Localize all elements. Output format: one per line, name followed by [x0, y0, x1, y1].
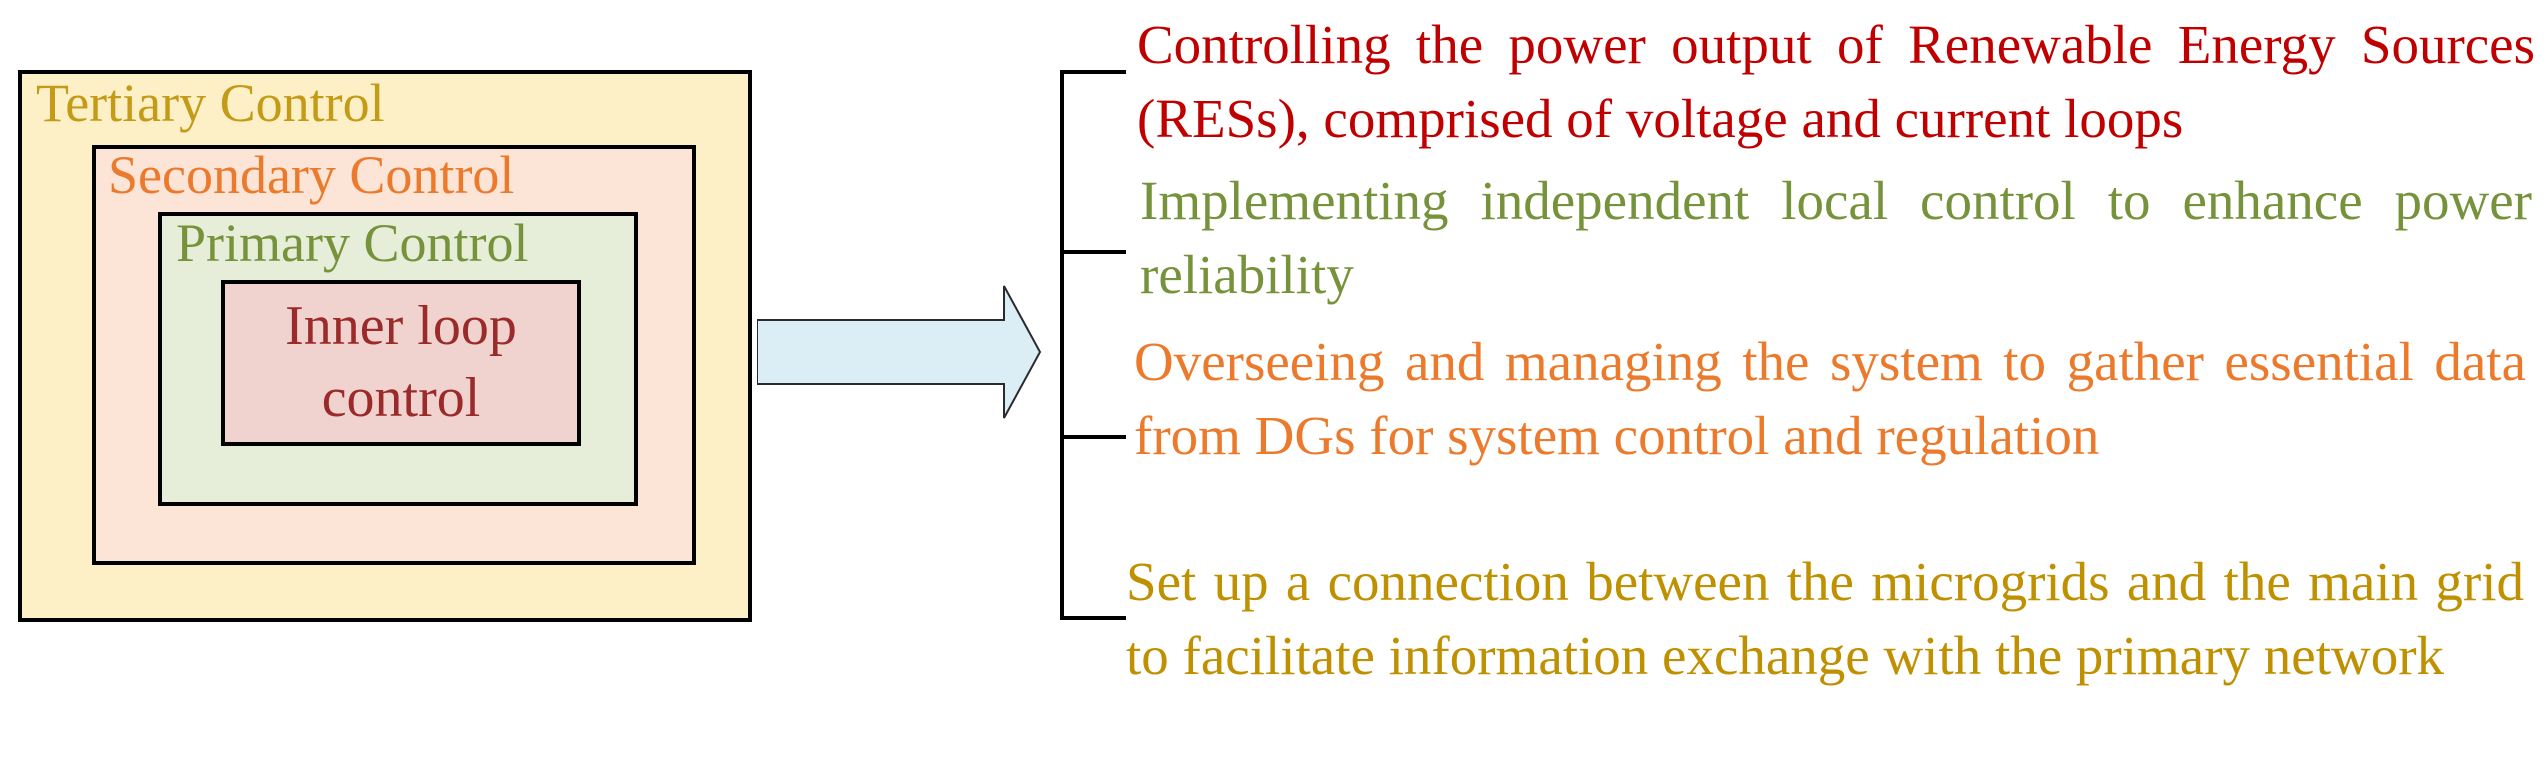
right-arrow-icon [757, 285, 1042, 419]
tertiary-control-description: Set up a connection between the microgri… [1126, 551, 2524, 686]
bracket-connector [1060, 70, 1126, 620]
secondary-control-description: Overseeing and managing the system to ga… [1134, 331, 2526, 466]
inner-loop-control-box [221, 280, 581, 446]
primary-control-label: Primary Control [176, 213, 529, 273]
primary-control-description: Implementing independent local control t… [1140, 170, 2532, 305]
inner-loop-control-label: Inner loop control [285, 295, 517, 429]
tertiary-control-label: Tertiary Control [36, 73, 385, 133]
inner-loop-control-description: Controlling the power output of Renewabl… [1137, 14, 2535, 149]
secondary-control-label: Secondary Control [108, 145, 515, 205]
